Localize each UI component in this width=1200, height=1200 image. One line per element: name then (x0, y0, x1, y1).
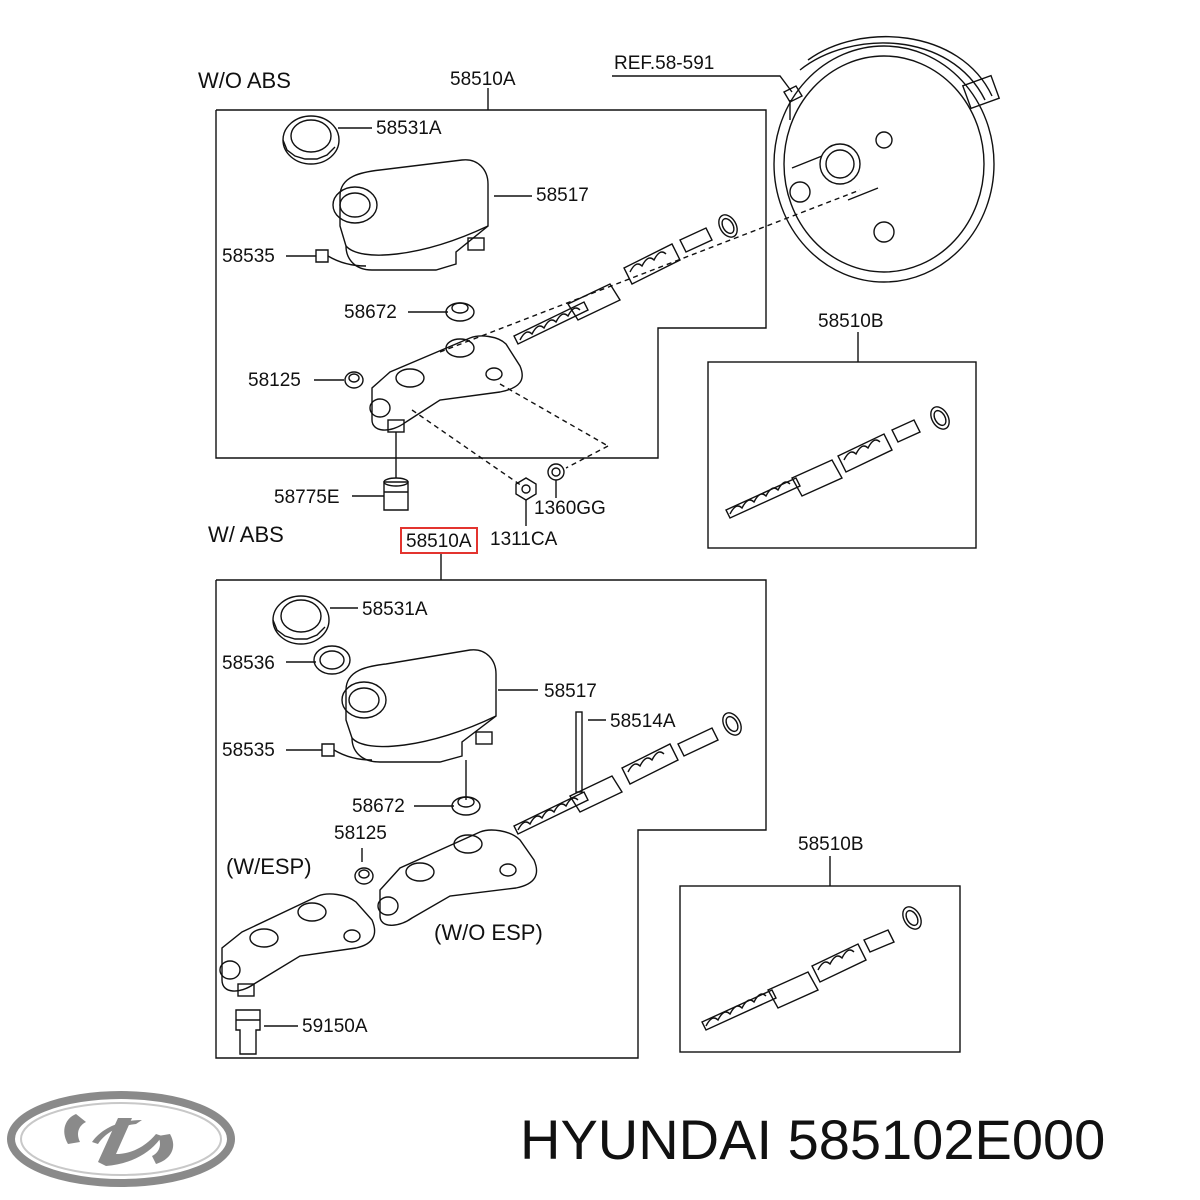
top-washer-label: 1360GG (534, 498, 606, 519)
bottom-kit-parts (701, 906, 922, 1031)
top-reservoir-label: 58517 (536, 185, 589, 206)
top-grommet-label: 58672 (344, 302, 397, 323)
section-label-without-abs: W/O ABS (198, 68, 291, 93)
brake-booster (773, 36, 1001, 283)
bottom-pin (575, 711, 583, 793)
top-nut-label: 1311CA (490, 529, 558, 550)
bottom-reservoir-cap (272, 595, 330, 645)
bottom-kit-label: 58510B (798, 834, 864, 855)
bottom-valve-label: 59150A (302, 1016, 368, 1037)
top-kit-label: 58510B (818, 311, 884, 332)
top-plug-label: 58125 (248, 370, 301, 391)
hyundai-logo-icon (7, 1091, 235, 1187)
top-washer (547, 463, 565, 481)
top-fitting (383, 477, 409, 511)
with-esp-label: (W/ESP) (226, 854, 312, 879)
bottom-cap-label: 58531A (362, 599, 428, 620)
bottom-filter-label: 58536 (222, 653, 275, 674)
section-label-with-abs: W/ ABS (208, 522, 284, 547)
bottom-assembly-box (215, 579, 767, 1059)
top-reservoir-cap (282, 115, 340, 165)
bottom-repair-kit-box (679, 885, 961, 1053)
bottom-reservoir-label: 58517 (544, 681, 597, 702)
top-fitting-label: 58775E (274, 487, 340, 508)
bottom-valve (235, 1009, 261, 1055)
bottom-piston-kit (513, 712, 742, 835)
bottom-plug-label: 58125 (334, 823, 387, 844)
part-number: 585102E000 (787, 1108, 1106, 1171)
bottom-reservoir (321, 649, 497, 763)
bottom-grommet-label: 58672 (352, 796, 405, 817)
top-piston-kit (513, 214, 738, 345)
brand-name: HYUNDAI (520, 1108, 773, 1171)
top-reservoir (315, 159, 489, 271)
top-master-cylinder (369, 335, 523, 433)
brand-caption: HYUNDAI 585102E000 (520, 1112, 1105, 1168)
bottom-sensor-label: 58535 (222, 740, 275, 761)
without-esp-label: (W/O ESP) (434, 920, 543, 945)
top-kit-parts (725, 406, 950, 519)
top-sensor-label: 58535 (222, 246, 275, 267)
reference-label: REF.58-591 (614, 53, 715, 74)
top-cap-label: 58531A (376, 118, 442, 139)
top-assembly-label: 58510A (450, 69, 516, 90)
bottom-master-cylinder-w-esp (219, 893, 376, 997)
top-plug (344, 371, 364, 389)
selected-part-highlight[interactable]: 58510A (400, 527, 478, 554)
top-repair-kit-box (707, 361, 977, 549)
top-grommet (445, 302, 475, 322)
bottom-master-cylinder-wo-esp (377, 829, 538, 926)
bottom-plug (354, 867, 374, 885)
bottom-pin-label: 58514A (610, 711, 676, 732)
bottom-filter (313, 645, 351, 675)
bottom-grommet (451, 796, 481, 816)
top-nut (515, 477, 537, 501)
top-assembly-box (215, 109, 767, 459)
